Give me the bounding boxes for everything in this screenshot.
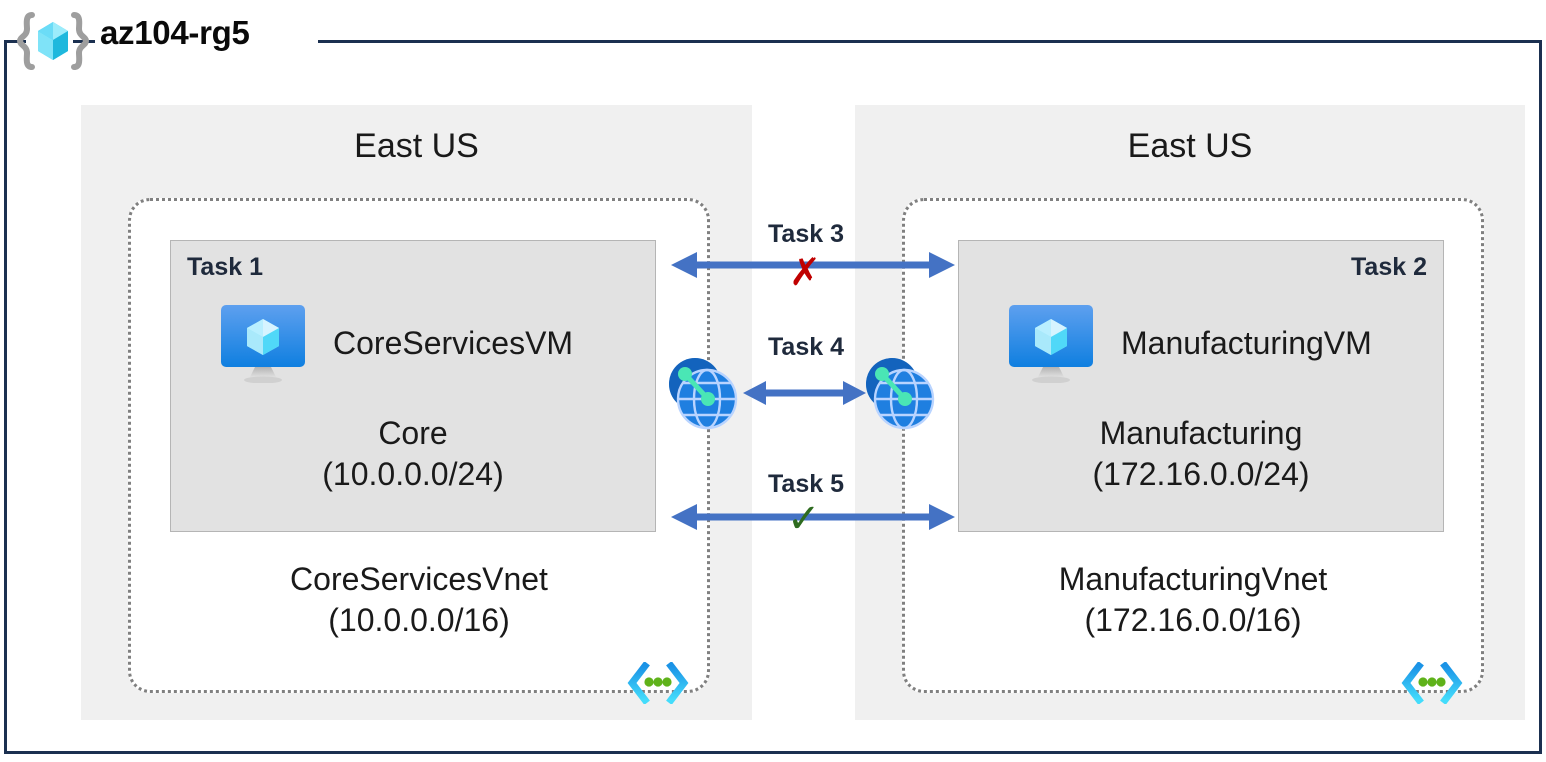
allowed-check-icon: ✓	[787, 497, 821, 541]
vm-row-manufacturing: ManufacturingVM	[959, 303, 1487, 383]
resource-group-title: az104-rg5	[100, 14, 250, 51]
vnet-address-space-manufacturing: (172.16.0.0/16)	[1084, 601, 1302, 638]
subnet-name-core: Core (10.0.0.0/24)	[171, 413, 655, 495]
subnet-name-manufacturing: Manufacturing (172.16.0.0/24)	[959, 413, 1443, 495]
connection-label-task5: Task 5	[768, 470, 844, 498]
frame-border-left	[4, 40, 7, 754]
vnet-address-space-core: (10.0.0.0/16)	[328, 601, 510, 638]
region-label-right: East US	[1127, 127, 1253, 165]
vnet-name-manufacturing: ManufacturingVnet (172.16.0.0/16)	[905, 559, 1481, 641]
vnet-name-manufacturing-text: ManufacturingVnet	[1058, 561, 1328, 597]
virtual-machine-icon	[1009, 305, 1093, 383]
vnet-core-services[interactable]: Task 1	[128, 198, 710, 704]
frame-border-top-right	[318, 40, 1542, 43]
region-label-left: East US	[354, 127, 479, 165]
virtual-network-icon	[1401, 662, 1463, 704]
vnet-name-core: CoreServicesVnet (10.0.0.0/16)	[131, 559, 707, 641]
virtual-network-icon	[627, 662, 689, 704]
frame-border-right	[1539, 40, 1542, 754]
vm-name-core: CoreServicesVM	[333, 324, 574, 361]
subnet-name-manufacturing-text: Manufacturing	[1099, 415, 1303, 451]
connection-label-task3: Task 3	[768, 220, 844, 248]
frame-border-bottom	[4, 751, 1542, 754]
task-tag-2: Task 2	[1351, 253, 1427, 281]
task-tag-1: Task 1	[187, 253, 263, 281]
vnet-peering-icon	[866, 358, 935, 430]
arrow-task4	[743, 381, 866, 405]
subnet-prefix-core: (10.0.0.0/24)	[322, 455, 504, 492]
vm-row-core: CoreServicesVM	[171, 303, 699, 383]
blocked-cross-icon: ✗	[789, 252, 821, 294]
subnet-core[interactable]: Task 1	[170, 240, 656, 532]
vnet-manufacturing[interactable]: Task 2	[902, 198, 1484, 704]
vnet-peering-icon	[669, 358, 738, 430]
virtual-machine-icon	[221, 305, 305, 383]
subnet-manufacturing[interactable]: Task 2	[958, 240, 1444, 532]
vnet-name-core-text: CoreServicesVnet	[290, 561, 548, 597]
resource-group-icon	[16, 12, 90, 70]
subnet-prefix-manufacturing: (172.16.0.0/24)	[1092, 455, 1310, 492]
connection-label-task4: Task 4	[768, 333, 844, 361]
frame-border-top-left-stub	[4, 40, 26, 43]
vm-name-manufacturing: ManufacturingVM	[1121, 324, 1372, 361]
subnet-name-core-text: Core	[378, 415, 448, 451]
